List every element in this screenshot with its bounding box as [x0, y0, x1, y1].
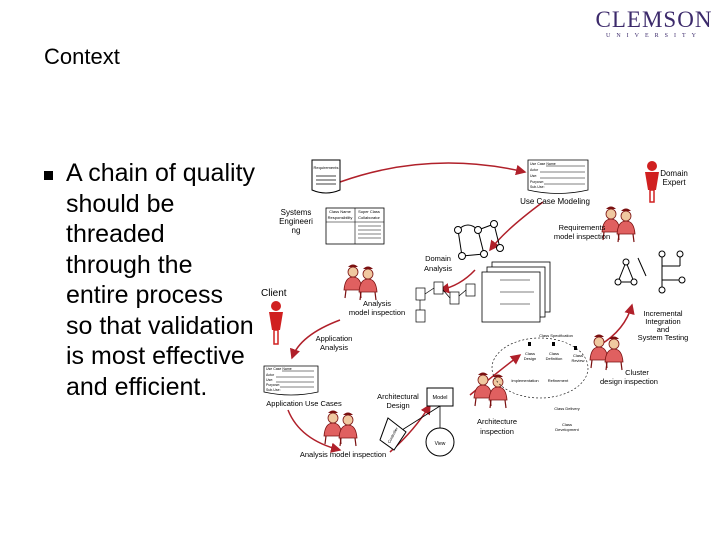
class-development-line1: Class — [562, 422, 572, 427]
arrow-analysis-to-application — [290, 319, 341, 360]
use-case-document-icon — [527, 159, 589, 194]
mvc-model-label: Model — [433, 395, 448, 401]
cluster-inspection-line2: design inspection — [600, 377, 658, 386]
uc-purpose: Purpose: — [530, 180, 544, 184]
req-inspection-line2: model inspection — [554, 232, 610, 241]
domain-expert-line1: Domain — [660, 169, 688, 178]
class-card-collaborator: Collaborator — [358, 215, 380, 220]
class-definition-line1: Class — [549, 351, 559, 356]
analysis-model-inspection-label: Analysis model inspection — [300, 450, 386, 459]
slide-title: Context — [44, 44, 120, 69]
architecture-inspection-line1: Architecture — [477, 417, 517, 426]
clemson-logo: CLEMSON UNIVERSITY — [589, 7, 719, 41]
class-design-line2: Design — [524, 356, 536, 361]
arrow-application-down — [287, 409, 342, 453]
analysis-inspection-line1: Analysis — [363, 299, 391, 308]
app-uc-name: Use Case Name — [266, 367, 292, 371]
req-inspection-line1: Requirements — [559, 223, 606, 232]
class-card-superclass: Super Class — [358, 209, 380, 214]
app-uc-actor: Actor — [266, 373, 275, 377]
analysis-inspection-line2: model inspection — [349, 308, 405, 317]
domain-analysis-line2: Analysis — [424, 264, 452, 273]
requirements-document-icon — [311, 159, 341, 194]
process-diagram: Requirements Systems Engineeri ng Class … — [261, 159, 689, 459]
logo-subtitle: UNIVERSITY — [606, 33, 702, 39]
application-analysis-line1: Application — [316, 334, 353, 343]
bullet-square-icon — [44, 171, 53, 180]
bullet-text: A chain of quality should be threaded th… — [66, 159, 256, 401]
systems-engineering-line2: Engineeri — [279, 217, 313, 226]
refinement-label: Refinement — [548, 378, 569, 383]
arrow-usecase-to-domain — [489, 201, 544, 252]
client-figure-icon — [269, 301, 283, 345]
incremental-testing-line3: and — [657, 325, 670, 334]
client-label: Client — [261, 288, 287, 299]
application-use-cases-icon — [263, 365, 319, 396]
application-analysis-line2: Analysis — [320, 343, 348, 352]
cluster-inspection-line1: Cluster — [625, 368, 649, 377]
application-use-cases-label: Application Use Cases — [266, 399, 342, 408]
app-uc-purpose: Purpose: — [266, 383, 280, 387]
class-specification-label: Class Specification — [539, 333, 573, 338]
integration-testing-diagram-icon — [614, 250, 686, 294]
use-case-diagram-icon — [454, 220, 504, 260]
architectural-design-line2: Design — [386, 401, 409, 410]
app-uc-subuse: Sub-Use: — [266, 388, 281, 392]
mvc-diagram-icon — [379, 387, 455, 457]
incremental-testing-line4: System Testing — [638, 333, 689, 342]
domain-expert-line2: Expert — [662, 178, 686, 187]
app-uc-use: Use: — [266, 378, 273, 382]
class-delivery-label: Class Delivery — [554, 406, 580, 411]
use-case-modeling-label: Use Case Modeling — [520, 197, 590, 206]
class-card-icon — [325, 207, 385, 245]
systems-engineering-line3: ng — [292, 226, 301, 235]
requirements-label: Requirements — [314, 165, 339, 170]
uc-name: Use Case Name — [530, 162, 556, 166]
analysis-model-stack-icon — [481, 261, 551, 323]
class-review-line1: Class — [573, 353, 583, 358]
architectural-design-line1: Architectural — [377, 392, 419, 401]
incremental-testing-line1: Incremental — [643, 309, 683, 318]
uc-use: Use: — [530, 174, 537, 178]
uc-subuse: Sub-Use: — [530, 185, 545, 189]
uc-actor: Actor — [530, 168, 539, 172]
class-design-line1: Class — [525, 351, 535, 356]
analysis-model-inspectors-icon — [324, 411, 357, 447]
analysis-inspectors-icon — [344, 265, 377, 301]
class-development-cycle-icon — [491, 337, 589, 399]
class-development-line2: Development — [555, 427, 579, 432]
systems-engineering-line1: Systems — [281, 208, 312, 217]
implementation-label: Implementation — [511, 378, 538, 383]
mvc-view-label: View — [435, 441, 446, 447]
class-definition-line2: Definition — [546, 356, 563, 361]
class-review-line2: Review — [571, 358, 584, 363]
logo-wordmark: CLEMSON — [595, 7, 713, 32]
architecture-inspection-line2: inspection — [480, 427, 514, 436]
domain-expert-icon — [645, 161, 659, 203]
class-card-responsibility: Responsibility — [328, 215, 353, 220]
domain-analysis-line1: Domain — [425, 254, 451, 263]
analysis-class-diagram-icon — [415, 281, 476, 323]
incremental-testing-line2: Integration — [645, 317, 680, 326]
arrow-requirements-to-usecase — [339, 162, 527, 183]
class-card-name: Class Name — [329, 209, 352, 214]
